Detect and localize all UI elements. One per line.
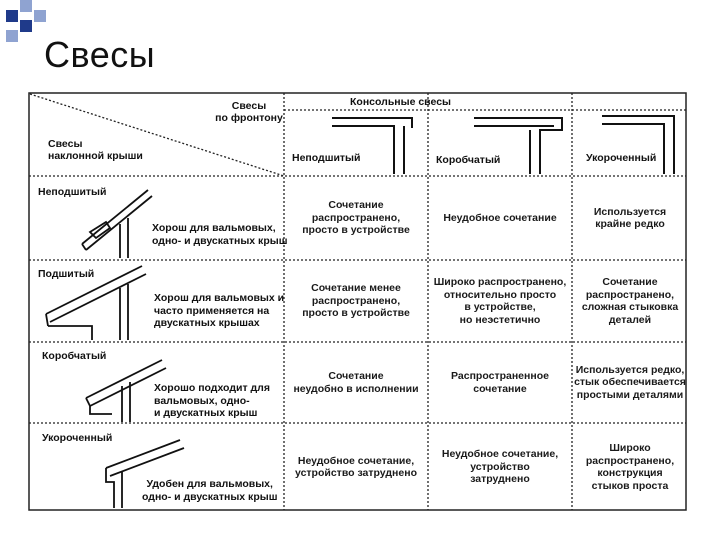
row-label-unlined: Неподшитый <box>38 186 107 198</box>
row-label-lined: Подшитый <box>38 268 95 280</box>
overhang-comparison-table: Свесы по фронтону Свесы наклонной крыши … <box>28 92 687 511</box>
row-label-boxed: Коробчатый <box>42 350 107 362</box>
gable-unlined-drawing <box>332 117 413 174</box>
gable-boxed-drawing <box>474 117 563 174</box>
row-description-unlined: Хорош для вальмовых, одно- и двускатных … <box>152 222 288 247</box>
table-cell: Используется крайне редко <box>593 205 667 231</box>
eave-lined-drawing <box>45 265 147 340</box>
table-cell: Широко распространено, конструкция стыко… <box>585 442 675 492</box>
table-cell: Неудобное сочетание, устройство затрудне… <box>295 454 417 480</box>
table-grid <box>28 92 687 511</box>
table-cell: Сочетание распространено, просто в устро… <box>302 199 410 237</box>
table-cell: Широко распространено, относительно прос… <box>433 276 567 326</box>
gable-short-drawing <box>602 115 675 174</box>
row-label-short: Укороченный <box>42 432 113 444</box>
column-header-boxed: Коробчатый <box>436 154 501 166</box>
row-description-short: Удобен для вальмовых, одно- и двускатных… <box>142 478 278 503</box>
corner-label-gable: Свесы по фронтону <box>215 100 283 124</box>
table-cell: Сочетание неудобно в исполнении <box>293 370 419 395</box>
table-cell: Сочетание менее распространено, просто в… <box>302 282 410 320</box>
row-description-boxed: Хорошо подходит для вальмовых, одно- и д… <box>154 382 270 419</box>
table-cell: Неудобное сочетание <box>443 211 557 224</box>
slide-decoration <box>0 0 60 50</box>
column-header-unlined: Неподшитый <box>292 152 361 164</box>
slide-title: Свесы <box>44 34 156 75</box>
corner-label-slope: Свесы наклонной крыши <box>48 138 143 162</box>
column-header-short: Укороченный <box>586 152 657 164</box>
eave-short-drawing <box>105 439 185 508</box>
group-header: Консольные свесы <box>350 96 452 108</box>
table-cell: Неудобное сочетание, устройство затрудне… <box>441 448 559 486</box>
eave-boxed-drawing <box>85 359 167 422</box>
row-description-lined: Хорош для вальмовых и часто применяется … <box>154 292 285 329</box>
table-cell: Распространенное сочетание <box>451 370 549 395</box>
eave-unlined-drawing <box>81 189 153 258</box>
table-cell: Сочетание распространено, сложная стыков… <box>581 276 679 326</box>
table-cell: Используется редко, стык обеспечивается … <box>574 363 686 401</box>
